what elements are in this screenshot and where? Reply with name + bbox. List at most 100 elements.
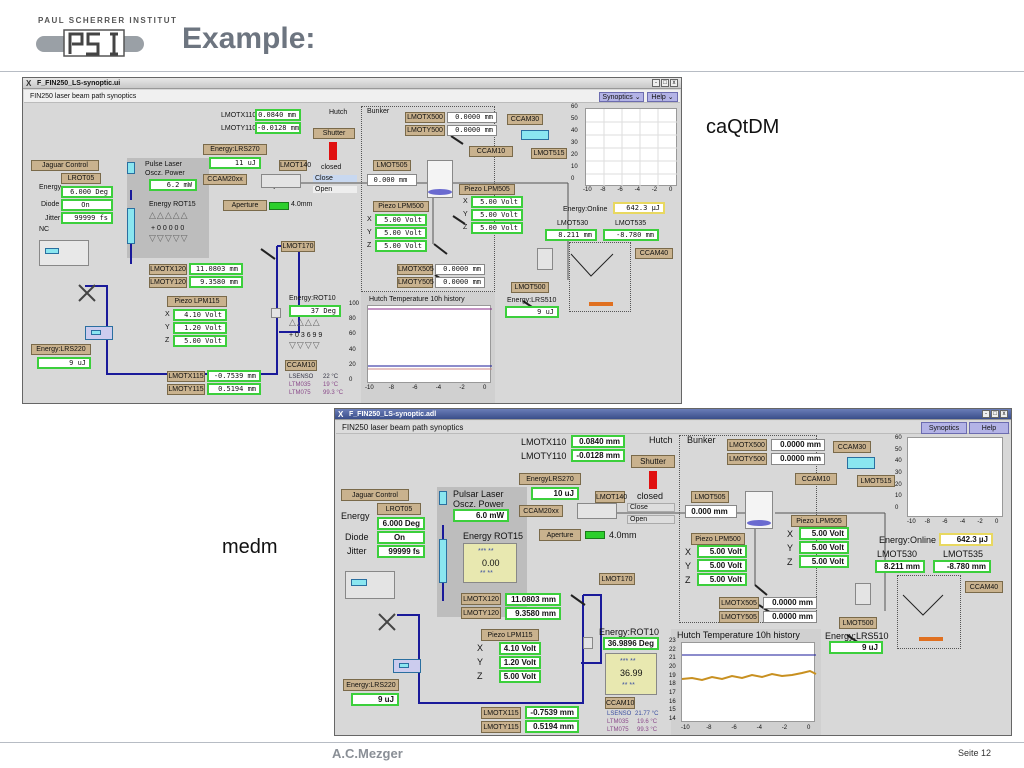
medm-lmoty115-button[interactable]: LMOTY115 [481,721,521,733]
medm-lmot170-button[interactable]: LMOT170 [599,573,635,585]
window-close-glyph[interactable]: X [26,79,32,88]
medm-ccam20xx-button[interactable]: CCAM20xx [519,505,563,517]
medm-help-menu-button[interactable]: Help [969,422,1009,434]
medm-close-button[interactable]: x [1000,410,1008,418]
hutch-temp-ytick: 0 [349,377,353,383]
hutch-temp-ytick: 80 [349,316,356,323]
medm-lmotx500-button[interactable]: LMOTX500 [727,439,767,451]
medm-aperture-button[interactable]: Aperture [539,529,581,541]
medm-camera-profile-xtick: -2 [977,519,983,525]
medm-window-close-glyph[interactable]: X [338,410,344,419]
nc-label: NC [39,226,50,233]
rot15-decrement-buttons[interactable]: ▽▽▽▽▽ [149,234,189,244]
medm-synoptics-menu-button[interactable]: Synoptics [921,422,967,434]
rot15-increment-buttons[interactable]: △△△△△ [149,211,189,221]
medm-lmotx505-button[interactable]: LMOTX505 [719,597,759,609]
shutter-open-option[interactable]: Open [313,186,357,193]
medm-rot15-meter[interactable]: *** ** 0.00 ** ** [463,543,517,583]
energy-lrs270-button[interactable]: Energy:LRS270 [203,144,267,155]
lmotx505-button[interactable]: LMOTX505 [397,264,434,275]
medm-lmoty500-button[interactable]: LMOTY500 [727,453,767,465]
medm-piezo-lpm115-button[interactable]: Piezo LPM115 [481,629,539,641]
lrot05-button[interactable]: LROT05 [61,173,101,184]
medm-camera-profile-xtick: -4 [959,519,966,525]
medm-piezo-lpm500-button[interactable]: Piezo LPM500 [691,533,745,545]
lmotx500-button[interactable]: LMOTX500 [405,112,445,123]
medm-jaguar-control-button[interactable]: Jaguar Control [341,489,409,501]
ccam10b-button[interactable]: CCAM10 [469,146,513,157]
lmoty115-button[interactable]: LMOTY115 [167,384,205,395]
shutter-close-option[interactable]: Close [313,175,357,182]
lmot505-button[interactable]: LMOT505 [373,160,411,171]
medm-rot10-meter[interactable]: *** ** 36.99 ** ** [605,653,657,695]
lmoty120-button[interactable]: LMOTY120 [149,277,187,288]
medm-lmotx120-button[interactable]: LMOTX120 [461,593,501,605]
lmoty505-button[interactable]: LMOTY505 [397,277,434,288]
piezo505-z-label: Z [463,224,468,231]
medm-rot15-value: 0.00 [482,558,500,568]
lmot515-button[interactable]: LMOT515 [531,148,567,159]
ccam20xx-button[interactable]: CCAM20xx [203,174,247,185]
medm-lmot500-button[interactable]: LMOT500 [839,617,877,629]
ccam20xx-camera [261,174,301,188]
medm-lsenso-label: LSENSO [607,711,632,717]
lmot500-button[interactable]: LMOT500 [511,282,549,293]
medm-hutch-temp-xtick: -10 [681,725,690,731]
medm-shutter-close-option[interactable]: Close [627,503,675,512]
jaguar-control-button[interactable]: Jaguar Control [31,160,99,171]
medm-shutter-open-option[interactable]: Open [627,515,675,524]
medm-lmoty115-value: 0.5194 mm [525,720,579,733]
rot10-decrement-buttons[interactable]: ▽▽▽▽ [289,341,321,351]
piezo-lpm115-button[interactable]: Piezo LPM115 [167,296,227,307]
lmot140-button[interactable]: LMOT140 [279,160,312,171]
medm-shutter-button[interactable]: Shutter [631,455,675,468]
medm-subtitle: FIN250 laser beam path synoptics [342,423,464,432]
medm-ccam30-button[interactable]: CCAM30 [833,441,871,453]
lmoty500-button[interactable]: LMOTY500 [405,125,445,136]
medm-lmot140-button[interactable]: LMOT140 [595,491,627,503]
medm-ccam10-button[interactable]: CCAM10 [605,697,635,709]
medm-hutch-temp-xtick: 0 [807,725,811,731]
lmotx115-button[interactable]: LMOTX115 [167,371,205,382]
lmot170-button[interactable]: LMOT170 [281,241,315,252]
medm-ccam10b-button[interactable]: CCAM10 [795,473,837,485]
ltm035-label: LTM035 [289,382,311,388]
medm-lmoty120-button[interactable]: LMOTY120 [461,607,501,619]
medm-maximize-button[interactable]: □ [991,410,999,418]
shutter-button[interactable]: Shutter [313,128,355,139]
close-button[interactable]: x [670,79,678,87]
medm-lmot505-button[interactable]: LMOT505 [691,491,729,503]
energy-online-label: Energy:Online [563,206,608,213]
medm-lmot515-button[interactable]: LMOT515 [857,475,895,487]
medm-energy-lrs220-button[interactable]: Energy:LRS220 [343,679,399,691]
piezo-lpm505-button[interactable]: Piezo LPM505 [459,184,515,195]
minimize-button[interactable]: - [652,79,660,87]
medm-aperture-value: 4.0mm [609,530,637,540]
medm-energy-lrs270-button[interactable]: EnergyLRS270 [519,473,581,485]
ccam10-button[interactable]: CCAM10 [285,360,317,371]
aperture-button[interactable]: Aperture [223,200,267,211]
ccam30-button[interactable]: CCAM30 [507,114,543,125]
maximize-button[interactable]: □ [661,79,669,87]
medm-hutch-temp-ytick: 16 [669,698,676,705]
ccam30-indicator [521,130,549,140]
synoptics-menu-button[interactable]: Synoptics ⌄ [599,92,644,102]
medm-lmoty505-button[interactable]: LMOTY505 [719,611,759,623]
energy-lrs220-button[interactable]: Energy:LRS220 [31,344,91,355]
medm-piezo-lpm505-button[interactable]: Piezo LPM505 [791,515,847,527]
medm-titlebar[interactable]: X F_FIN250_LS-synoptic.adl - □ x [335,409,1011,420]
medm-lrot05-button[interactable]: LROT05 [377,503,421,515]
lmotx120-button[interactable]: LMOTX120 [149,264,187,275]
medm-minimize-button[interactable]: - [982,410,990,418]
medm-lmotx115-button[interactable]: LMOTX115 [481,707,521,719]
medm-energy-label: Energy [341,511,370,521]
ccam40-button[interactable]: CCAM40 [635,248,673,259]
help-menu-button[interactable]: Help ⌄ [647,92,678,102]
caqtdm-titlebar[interactable]: X F_FIN250_LS-synoptic.ui - □ x [23,78,681,89]
medm-shutter-indicator [649,471,657,489]
medm-ltm075-label: LTM075 [607,727,629,733]
rot10-increment-buttons[interactable]: △△△△ [289,318,321,328]
piezo-lpm500-button[interactable]: Piezo LPM500 [373,201,429,212]
medm-window: X F_FIN250_LS-synoptic.adl - □ x FIN250 … [334,408,1012,736]
medm-ccam40-button[interactable]: CCAM40 [965,581,1003,593]
